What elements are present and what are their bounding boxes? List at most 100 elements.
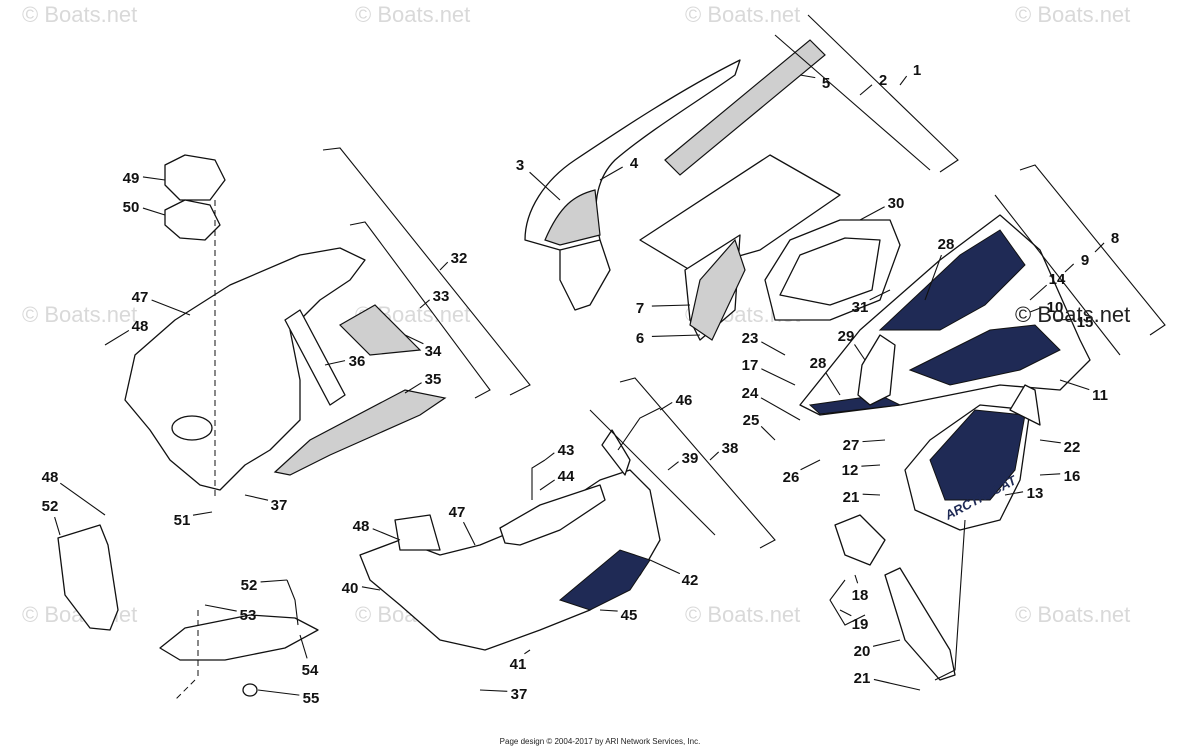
callout-c46: 46: [676, 392, 693, 409]
leader-line-c48a: [104, 329, 130, 346]
hood-side-panel: [559, 239, 611, 311]
callout-c28b: 28: [810, 355, 827, 372]
callout-c50: 50: [123, 199, 140, 216]
leader-line-c38: [709, 451, 720, 461]
callout-c48a: 48: [132, 318, 149, 335]
leader-line-c20: [872, 639, 901, 647]
leader-line-c19: [839, 609, 852, 617]
group-bracket-52: [286, 579, 299, 626]
leader-line-c55: [257, 689, 300, 696]
leader-line-c21b: [873, 678, 921, 691]
leader-line-c39: [667, 461, 679, 471]
callout-c35: 35: [425, 371, 442, 388]
callout-c41: 41: [510, 656, 527, 673]
bracket-22: [1009, 384, 1041, 426]
leader-line-c51: [192, 511, 213, 516]
leader-line-c6: [651, 334, 701, 337]
leader-line-c3: [529, 171, 561, 201]
nose-bracket-36: [284, 309, 346, 406]
belly-pan-assembly: [359, 429, 661, 651]
leader-line-c47b: [462, 521, 476, 546]
leader-line-c46: [659, 401, 673, 411]
callout-c8: 8: [1111, 230, 1119, 247]
lower-side-panel-graphic: [929, 409, 1026, 501]
callout-c37a: 37: [271, 497, 288, 514]
leader-line-c27: [862, 439, 886, 443]
side-shield-52: [57, 524, 119, 631]
callout-c54: 54: [302, 662, 319, 679]
leader-line-c42: [649, 559, 681, 575]
leader-line-c28b: [825, 372, 841, 396]
leader-line-c30: [859, 206, 885, 221]
trim-43: [499, 484, 606, 546]
leader-line-c47a: [151, 299, 191, 316]
callout-c49: 49: [123, 170, 140, 187]
callout-c21a: 21: [843, 489, 860, 506]
plug-55: [242, 683, 258, 697]
callout-c40: 40: [342, 580, 359, 597]
leader-line-c31: [869, 289, 891, 301]
callout-c29: 29: [838, 328, 855, 345]
callout-c36: 36: [349, 353, 366, 370]
gauge-panel-inner: [779, 237, 881, 306]
leader-line-c25: [760, 425, 776, 441]
leader-line-c10: [1029, 306, 1044, 313]
callout-c38: 38: [722, 440, 739, 457]
leader-line-c48b: [59, 482, 106, 516]
leader-line-c35: [404, 382, 422, 394]
leader-line-c34: [404, 334, 424, 345]
callout-c5: 5: [822, 75, 830, 92]
callout-c52b: 52: [241, 577, 258, 594]
intake-hole: [171, 415, 213, 441]
callout-c33: 33: [433, 288, 450, 305]
callout-c1: 1: [913, 62, 921, 79]
callout-c32: 32: [451, 250, 468, 267]
callout-c19: 19: [852, 616, 869, 633]
leader-line-c32: [439, 261, 449, 271]
watermark: © Boats.net: [1015, 602, 1130, 627]
leader-line-c37a: [244, 494, 269, 501]
leader-line-c7: [651, 304, 691, 307]
insulation-pad-35: [273, 389, 447, 476]
console-assembly: [764, 219, 901, 321]
reflector-plate-18: [834, 514, 886, 566]
leader-line-c9: [1064, 263, 1075, 273]
callout-c11: 11: [1092, 387, 1108, 404]
callout-c55: 55: [303, 690, 320, 707]
page-footer: Page design © 2004-2017 by ARI Network S…: [499, 737, 701, 746]
leader-line-c2: [859, 84, 873, 96]
callout-c2: 2: [879, 72, 887, 89]
callout-c7: 7: [636, 300, 644, 317]
callout-c9: 9: [1081, 252, 1089, 269]
leader-line-c11: [1059, 379, 1090, 391]
leader-line-c37b: [479, 689, 508, 692]
side-panel-graphic-top: [878, 229, 1026, 331]
callout-c18: 18: [852, 587, 869, 604]
leader-line-c28a: [924, 254, 942, 301]
callout-c47a: 47: [132, 289, 149, 306]
bracket-lines: [286, 14, 1166, 681]
leader-line-c14: [1029, 284, 1048, 301]
group-bracket-20: [934, 519, 966, 681]
callout-c39: 39: [682, 450, 699, 467]
belly-piece-assembly: [159, 610, 319, 701]
group-bracket-39: [589, 409, 716, 536]
group-bracket-8: [1019, 164, 1166, 336]
group-bracket-46: [617, 407, 661, 451]
callout-c51: 51: [174, 512, 191, 529]
insulation-pad-34: [339, 304, 422, 356]
side-shield-assembly: [57, 524, 119, 631]
leader-line-c48c: [372, 528, 401, 541]
callout-c22: 22: [1064, 439, 1081, 456]
callout-c43: 43: [558, 442, 575, 459]
group-bracket-18: [829, 579, 866, 626]
leader-line-c13: [1004, 491, 1024, 496]
callout-c15: 15: [1077, 314, 1094, 331]
gasket-50: [164, 199, 221, 241]
callout-c53: 53: [240, 607, 257, 624]
callout-c48c: 48: [353, 518, 370, 535]
insulation-pad-6: [689, 238, 746, 341]
leader-line-c16: [1039, 473, 1061, 476]
